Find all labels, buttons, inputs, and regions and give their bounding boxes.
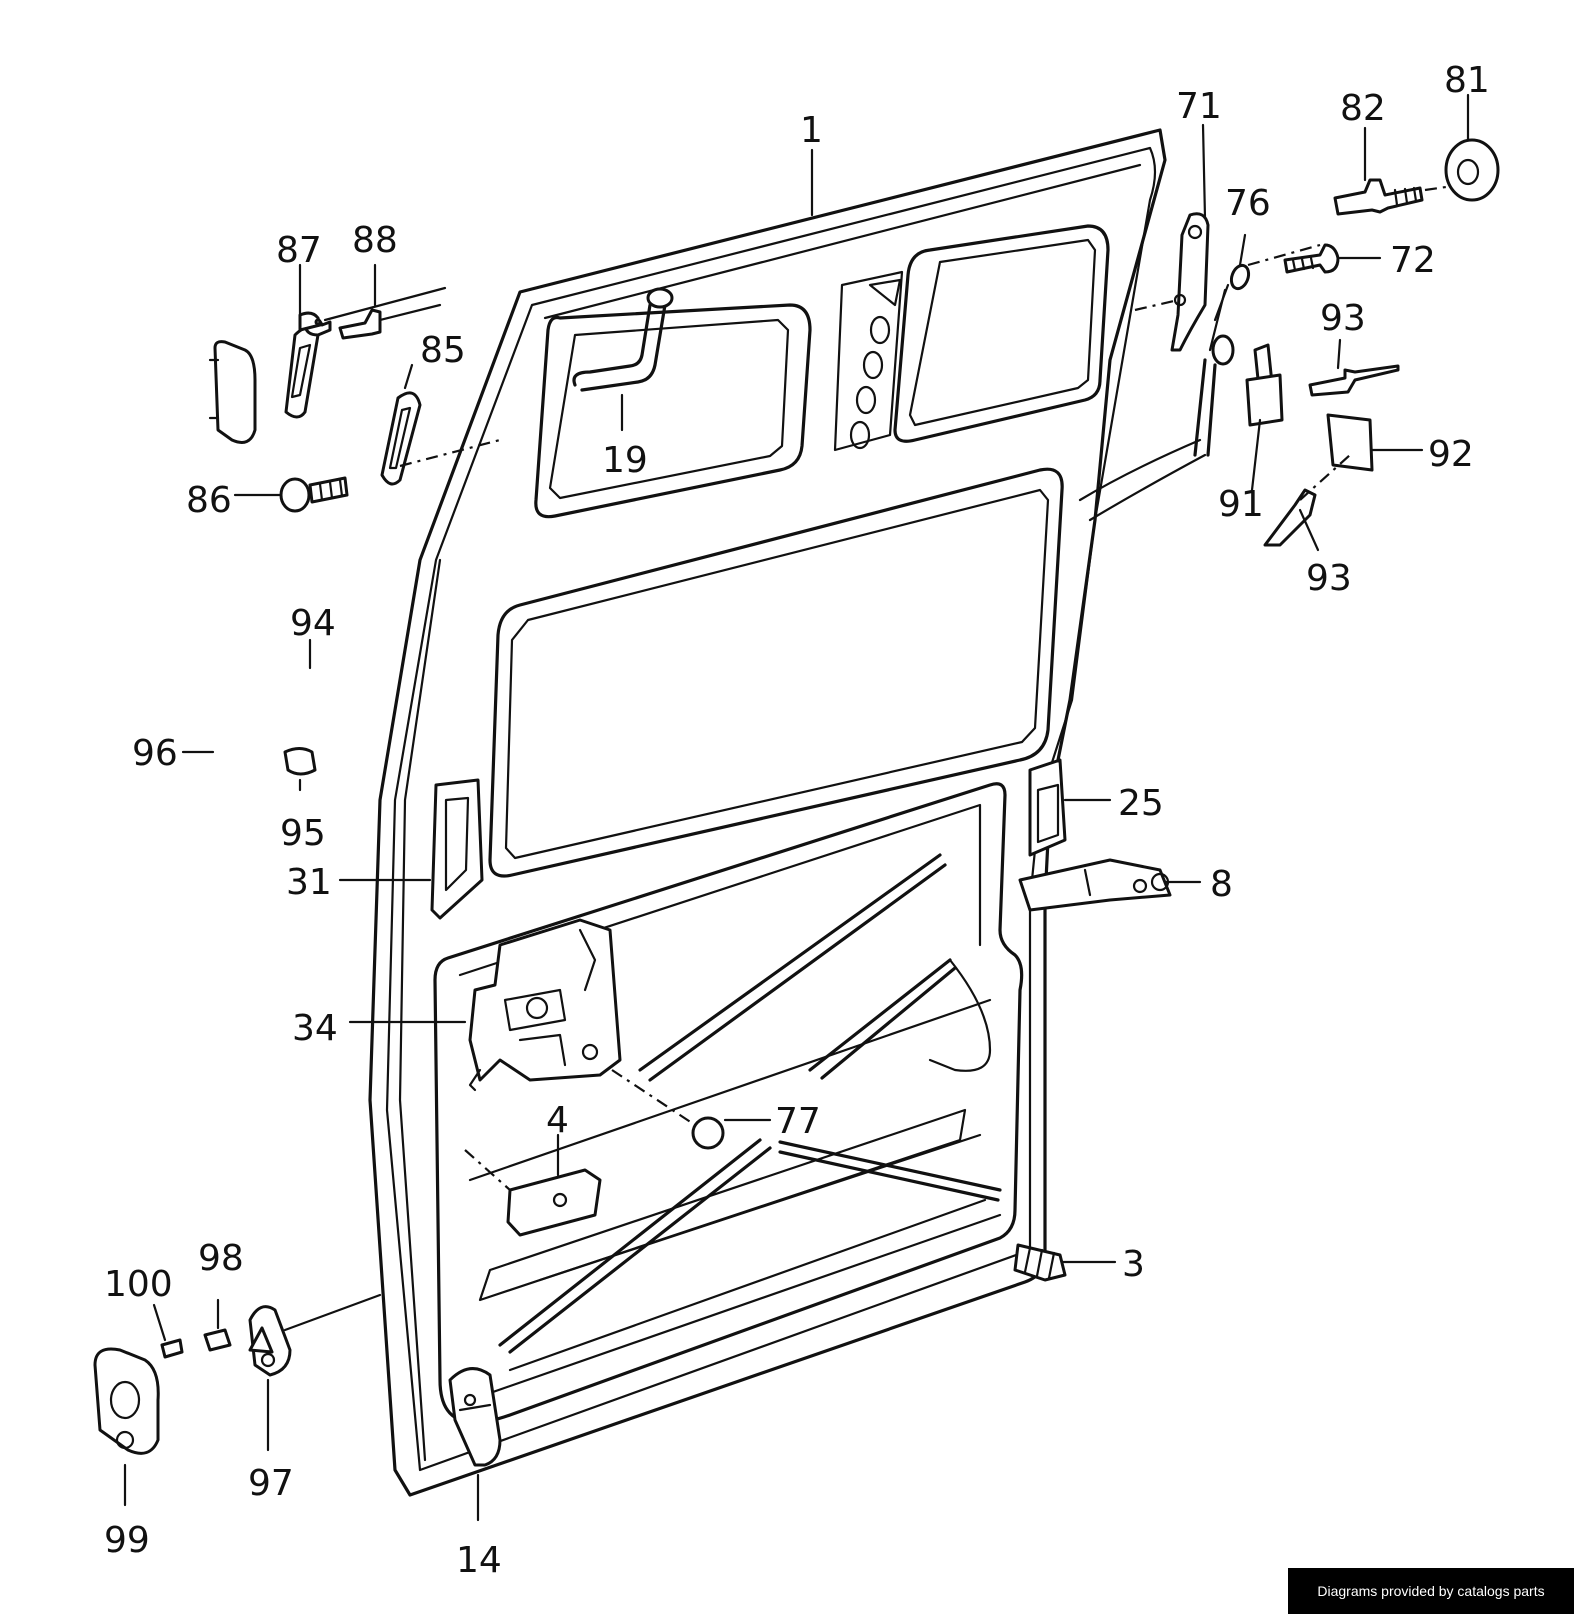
label-81: 81 (1444, 60, 1490, 101)
label-95: 95 (280, 813, 326, 854)
label-85: 85 (420, 330, 466, 371)
label-87: 87 (276, 230, 322, 271)
label-34: 34 (292, 1008, 338, 1049)
rods-and-cables (498, 288, 1227, 1354)
part-14-hinge (448, 1367, 502, 1467)
label-3: 3 (1122, 1244, 1145, 1285)
label-82: 82 (1340, 88, 1386, 129)
label-96: 96 (132, 733, 178, 774)
label-93-bottom: 93 (1306, 558, 1352, 599)
lock-mechanism (468, 918, 622, 1092)
label-31: 31 (286, 862, 332, 903)
label-98: 98 (198, 1238, 244, 1279)
label-94: 94 (290, 603, 336, 644)
part-19-pipe (572, 287, 674, 392)
label-99: 99 (104, 1520, 150, 1561)
label-71: 71 (1176, 86, 1222, 127)
part-71-bracket (1134, 212, 1210, 352)
part-4-block (464, 1149, 602, 1237)
label-91: 91 (1218, 484, 1264, 525)
parts-94-95-96 (208, 286, 447, 776)
lower-inner-frame (433, 782, 1024, 1424)
label-14: 14 (456, 1540, 502, 1581)
part-81-cap (1444, 138, 1500, 202)
part-8-roller-arm (1018, 858, 1172, 912)
parts-97-100 (93, 1293, 382, 1455)
part-31-guide (430, 778, 484, 920)
part-76-cable-end (1211, 243, 1321, 366)
label-19: 19 (602, 440, 648, 481)
part-82-stud (1333, 178, 1461, 216)
main-window-frame (488, 467, 1064, 878)
label-72: 72 (1390, 240, 1436, 281)
label-77: 77 (775, 1101, 821, 1142)
part-number-labels: 1 3 4 8 14 19 25 31 34 71 72 76 77 81 82… (104, 60, 1490, 1581)
label-93-top: 93 (1320, 298, 1366, 339)
footer-credit: Diagrams provided by catalogs parts (1288, 1568, 1574, 1614)
part-77-clip (611, 1069, 725, 1150)
label-92: 92 (1428, 434, 1474, 475)
label-100: 100 (104, 1264, 173, 1305)
label-88: 88 (352, 220, 398, 261)
part-25-bracket (1028, 758, 1067, 857)
label-25: 25 (1118, 783, 1164, 824)
label-4: 4 (546, 1100, 569, 1141)
upper-window-frames (534, 224, 1110, 519)
label-86: 86 (186, 480, 232, 521)
label-76: 76 (1225, 183, 1271, 224)
part-72-bolt (1283, 243, 1340, 274)
parts-91-92-93 (1245, 343, 1400, 547)
label-1: 1 (800, 110, 823, 151)
part-3-buffer (1013, 1243, 1067, 1282)
leader-lines (123, 93, 1470, 1522)
label-97: 97 (248, 1463, 294, 1504)
label-8: 8 (1210, 864, 1233, 905)
